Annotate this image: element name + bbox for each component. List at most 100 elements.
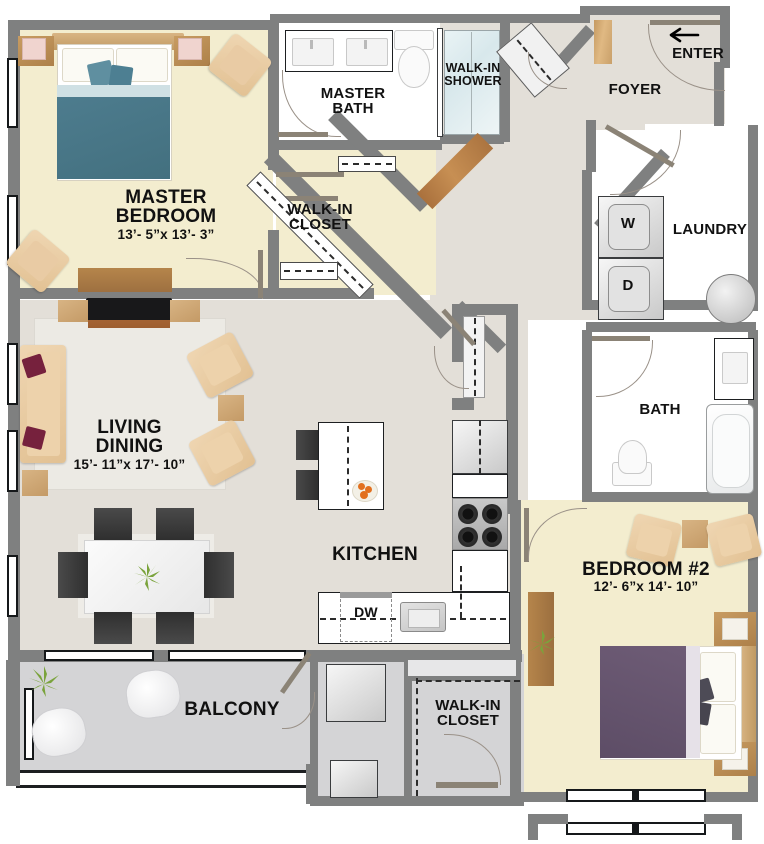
bed2-closet-name-2: CLOSET [436, 712, 500, 730]
wall-master-closet-left [268, 230, 279, 298]
dining-chair-right [204, 552, 234, 598]
master-lamp-left [22, 38, 46, 60]
master-bath-shower-doorjamb [437, 28, 443, 137]
window-living-left-2 [7, 430, 18, 492]
wall-master-bottom [8, 288, 274, 299]
burner-top-right [482, 504, 502, 524]
closet-corridor-rod-horizontal [416, 680, 520, 682]
room-label-balcony: BALCONY [184, 699, 280, 720]
master-bath-sink-left [292, 38, 334, 66]
kitchen-sink-basin [408, 609, 440, 628]
wall-laundry-bottom [586, 300, 752, 310]
dining-centerpiece-plant-icon [132, 562, 162, 592]
master-closet-shelf-edge-a [276, 172, 344, 177]
door-bed2-leaf [524, 508, 529, 562]
bed2-closet-door-leaf [436, 782, 498, 788]
master-bath-toilet-bowl [398, 46, 430, 88]
wall-closet-strip-right [404, 654, 412, 804]
wall-balcony-left [6, 660, 20, 782]
dishwasher-label: DW [354, 604, 378, 620]
window-master-left-1 [7, 58, 18, 128]
window-living-left-3 [7, 555, 18, 617]
dining-chair-top-left [94, 508, 132, 540]
living-dining-name-2: DINING [95, 436, 164, 458]
storage-unit-lower [330, 760, 378, 798]
console-side-right [170, 300, 200, 322]
window-bed2-balconette-mullion [632, 822, 639, 835]
refrigerator-centerline [479, 420, 481, 474]
enter-arrow-icon [666, 26, 700, 44]
kitchen-fruit-2 [365, 486, 372, 493]
wall-kitchen-top-stub [452, 304, 512, 315]
burner-bottom-left [458, 527, 478, 547]
room-label-master-closet: WALK-IN CLOSET [272, 202, 368, 233]
slider-living-balcony-right [168, 650, 306, 661]
kitchen-stool-1 [296, 430, 318, 460]
walk-in-shower-name-2: SHOWER [444, 73, 502, 88]
wall-balcony-bottom-left-post [6, 764, 20, 786]
master-closet-name-1: WALK-IN [287, 201, 353, 218]
enter-label: ENTER [672, 45, 724, 62]
master-bedroom-name-1: MASTER [125, 187, 207, 208]
closet-corridor-rod-vertical [416, 678, 418, 796]
wall-master-right [268, 20, 279, 170]
wall-closet-strip-left [310, 654, 318, 806]
bedroom-2-name: BEDROOM #2 [582, 559, 710, 580]
room-label-foyer: FOYER [608, 81, 662, 98]
dishwasher-top-bar [340, 592, 392, 598]
living-side-table-mid [218, 395, 244, 421]
bedroom-2-dimensions: 12’- 6”x 14’- 10” [593, 579, 699, 595]
bed2-balconette-left-post [528, 814, 538, 840]
kitchen-fruit-3 [360, 491, 368, 499]
balcony-rail [16, 770, 316, 788]
kitchen-counter-right [452, 474, 508, 498]
master-bath-name-2: BATH [332, 100, 374, 118]
wall-kitchen-right [506, 304, 518, 514]
bath-tub-inner [712, 414, 750, 488]
storage-unit-upper [326, 664, 386, 722]
bed2-duvet [600, 646, 686, 758]
master-bed-duvet [57, 97, 170, 179]
wall-foyer-right-lower [714, 62, 724, 126]
room-label-kitchen: KITCHEN [332, 544, 418, 565]
burner-bottom-right [482, 527, 502, 547]
wall-shower-right [500, 22, 510, 142]
wall-bath-left [582, 330, 592, 500]
wall-bath-top [586, 322, 756, 332]
kitchen-counter-corner-curve [460, 566, 510, 618]
master-bath-sink-right [346, 38, 388, 66]
room-label-master-bedroom: MASTER BEDROOM 13’- 5”x 13’- 3” [76, 188, 256, 242]
living-dining-name-1: LIVING [97, 417, 162, 438]
burner-top-left [458, 504, 478, 524]
dryer-label: D [622, 277, 634, 294]
wall-foyer-right [720, 6, 730, 68]
wall-laundry-left [582, 170, 592, 310]
dining-chair-left [58, 552, 88, 598]
wall-bath-bottom [582, 492, 758, 502]
room-label-walk-in-shower: WALK-IN SHOWER [444, 62, 502, 88]
living-dining-dimensions: 15’- 11”x 17’- 10” [73, 456, 186, 472]
room-label-bedroom-2: BEDROOM #2 12’- 6”x 14’- 10” [546, 560, 746, 594]
laundry-utility-sink [706, 274, 756, 324]
room-label-bath: BATH [639, 401, 681, 418]
dining-chair-bottom-left [94, 612, 132, 644]
wall-kitchen-left-col [452, 304, 463, 362]
kitchen-fruit-1 [358, 483, 365, 490]
tv-screen [86, 298, 172, 320]
master-bedroom-dimensions: 13’- 5”x 13’- 3” [117, 226, 215, 242]
console-side-left [58, 300, 88, 322]
pantry-rod [474, 318, 476, 396]
window-living-left-1 [7, 343, 18, 405]
kitchen-island-overhang [347, 426, 349, 506]
wall-kitchen-left-col2 [452, 398, 474, 410]
bed2-sheet [686, 646, 700, 758]
dining-chair-bottom-right [156, 612, 194, 644]
dryer-drum [608, 266, 650, 312]
slider-living-balcony-left [44, 650, 154, 661]
master-bedroom-name-2: BEDROOM [115, 206, 217, 228]
master-dresser [78, 268, 172, 292]
bed2-lamp-top [722, 618, 748, 640]
wall-kitchen-bottom [310, 650, 522, 662]
wall-masterclo-bottom [274, 288, 374, 299]
